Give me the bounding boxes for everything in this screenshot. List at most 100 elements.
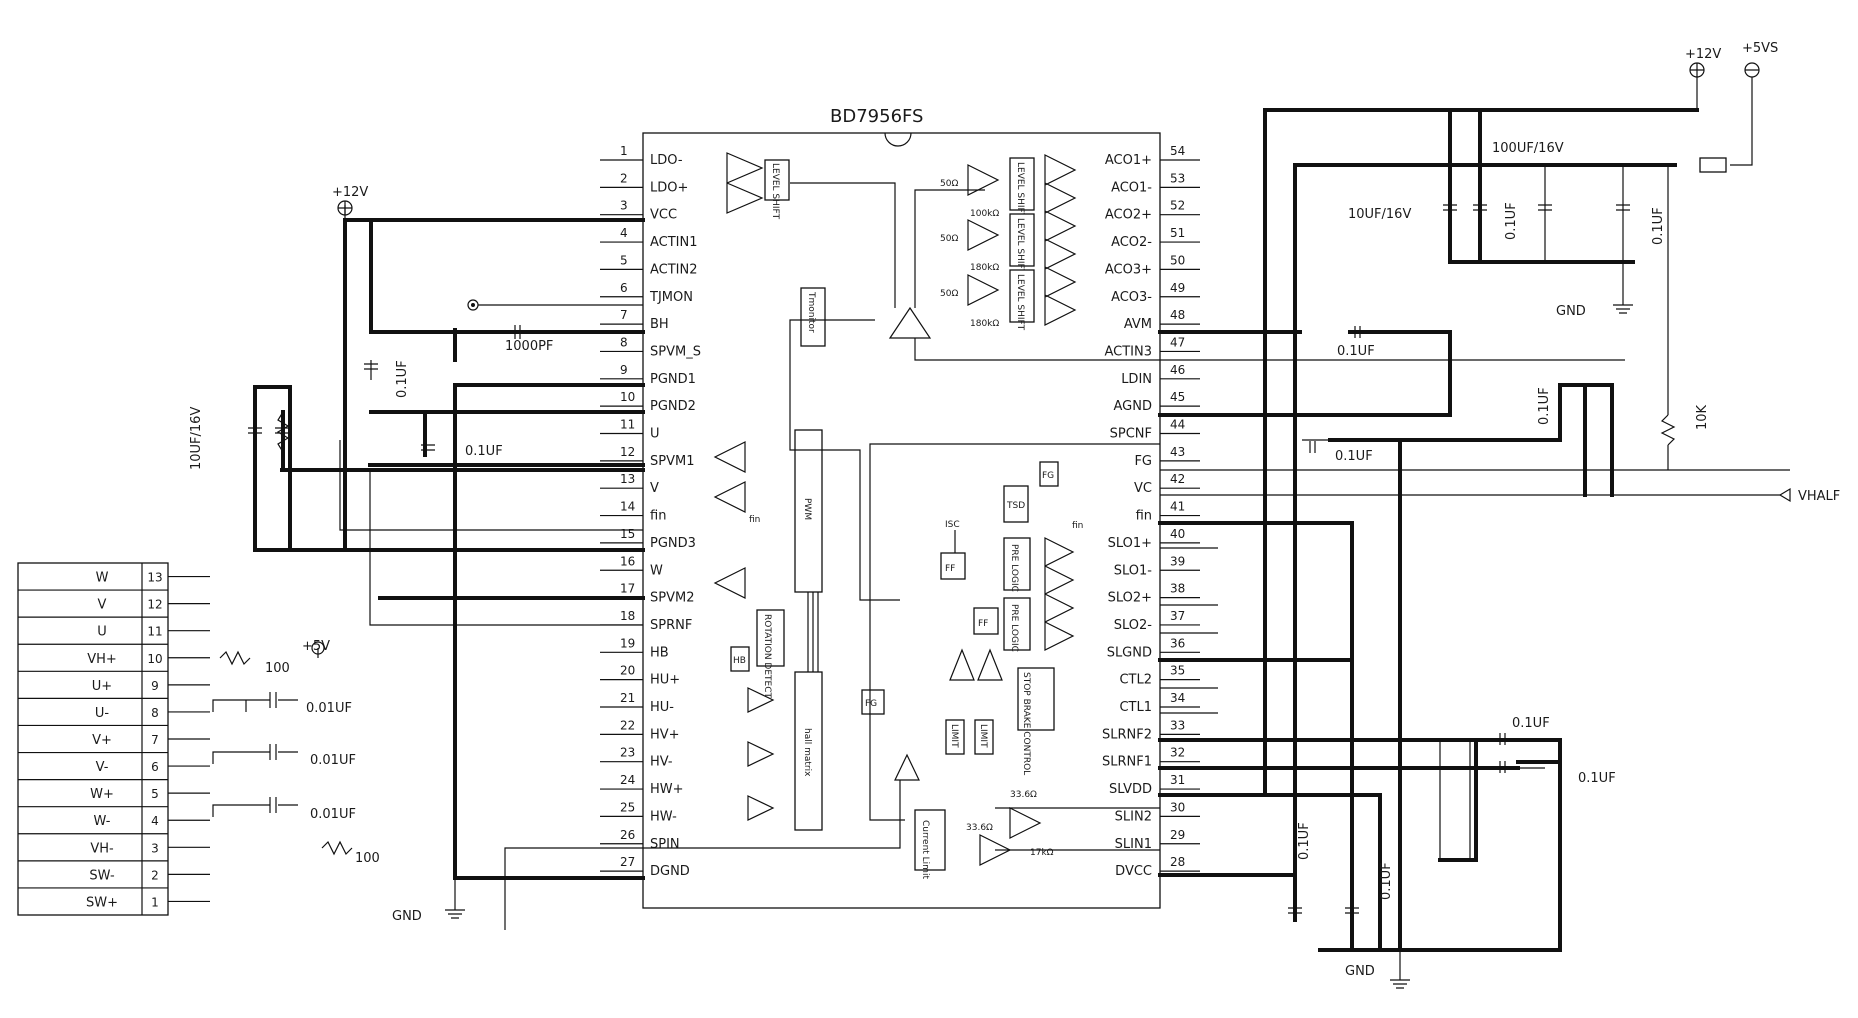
connector-pin-name: VH- xyxy=(90,841,114,856)
ic-left-pin-number: 6 xyxy=(620,281,628,295)
ic-right-pin-name: ACO1- xyxy=(1111,180,1152,195)
ic-right-pin-name: SLGND xyxy=(1107,645,1152,660)
c-10uf-right-label: 10UF/16V xyxy=(1348,207,1411,222)
stop-brake-box xyxy=(1017,667,1055,731)
ic-right-pin-number: 39 xyxy=(1170,554,1185,568)
connector-pin-name: U xyxy=(97,625,107,640)
c-01uf-spcnf-label: 0.1UF xyxy=(1335,449,1373,464)
ic-left-pin-number: 7 xyxy=(620,308,628,322)
p5v-label: +5V xyxy=(302,639,330,654)
ic-bd7956fs: BD7956FS 1LDO-2LDO+3VCC4ACTIN15ACTIN26TJ… xyxy=(600,106,1200,909)
ic-right-pin-name: AVM xyxy=(1124,317,1152,332)
connector-pin-number: 8 xyxy=(151,706,159,720)
ic-left-pin-number: 18 xyxy=(620,609,635,623)
ic-left-pin-name: HB xyxy=(650,645,669,660)
pre-logic-1-box xyxy=(1003,537,1031,591)
c-01uf-avm xyxy=(1354,326,1361,338)
ic-left-pin-name: SPIN xyxy=(650,837,680,852)
c-01uf-a-label: 0.1UF xyxy=(395,360,410,398)
ic-left-pin-name: PGND1 xyxy=(650,372,696,387)
ic-right-pin-number: 32 xyxy=(1170,746,1185,760)
tjmonitor-box xyxy=(800,287,826,347)
level-shift-2-text: LEVEL SHIFT xyxy=(1015,218,1025,275)
connector-pin-name: U- xyxy=(95,706,110,721)
ic-right-pin-name: ACO1+ xyxy=(1105,153,1152,168)
pwm-box xyxy=(794,429,823,593)
limit1-text: LIMIT xyxy=(949,724,959,748)
ic-right-pins: 54ACO1+53ACO1-52ACO2+51ACO2-50ACO3+49ACO… xyxy=(1102,144,1200,879)
ic-left-pin-name: V xyxy=(650,481,659,496)
ic-left-pin-name: PGND2 xyxy=(650,399,696,414)
r33a-text: 33.6Ω xyxy=(1010,790,1037,800)
r100-top xyxy=(219,648,319,666)
tsd-text: TSD xyxy=(1006,501,1025,511)
ic-left-pin-number: 10 xyxy=(620,390,635,404)
ic-left-pin-name: SPVM1 xyxy=(650,454,694,469)
r33b-text: 33.6Ω xyxy=(966,823,993,833)
limit2-text: LIMIT xyxy=(978,724,988,748)
fg-right-text: FG xyxy=(1042,471,1054,481)
ic-right-pin-name: CTL1 xyxy=(1119,700,1152,715)
ic-right-pin-name: ACO2- xyxy=(1111,235,1152,250)
p12v-right-label: +12V xyxy=(1685,47,1721,62)
ic-right-pin-number: 43 xyxy=(1170,445,1185,459)
ic-left-pin-name: TJMON xyxy=(649,290,693,305)
hb-block-box xyxy=(730,646,750,672)
connector-pin-name: W+ xyxy=(90,787,114,802)
connector-pin-name: V+ xyxy=(92,733,112,748)
r50a-text: 50Ω xyxy=(940,179,958,189)
r10k xyxy=(1660,414,1676,470)
ldo-amp-symbol xyxy=(726,152,764,214)
fin-right-text: fin xyxy=(1072,521,1083,531)
ic-right-pin-name: SLIN2 xyxy=(1115,809,1152,824)
ic-right-pin-number: 54 xyxy=(1170,144,1185,158)
ic-right-pin-name: DVCC xyxy=(1115,864,1152,879)
tjmonitor-text: Tmonitor xyxy=(806,291,816,333)
thin-nets-right xyxy=(1160,165,1790,860)
current-limit-box xyxy=(914,809,946,871)
level-shift-3-text: LEVEL SHIFT xyxy=(1015,274,1025,331)
pre-logic-1-text: PRE LOGIC xyxy=(1009,544,1019,592)
c-100uf-label: 100UF/16V xyxy=(1492,141,1564,156)
ic-left-pin-number: 20 xyxy=(620,664,635,678)
r100k-text: 100kΩ xyxy=(970,209,999,219)
avm-amp xyxy=(888,306,932,339)
ic-right-pin-number: 44 xyxy=(1170,418,1185,432)
ic-right-pin-name: SLO2+ xyxy=(1108,591,1152,606)
c-1000pf xyxy=(455,325,643,339)
ic-left-pin-name: SPRNF xyxy=(650,618,692,633)
ic-left-pin-number: 26 xyxy=(620,828,635,842)
connector-body xyxy=(17,562,169,916)
ic-left-pin-number: 14 xyxy=(620,500,635,514)
level-shift-2-box xyxy=(1009,213,1035,267)
ic-left-pin-number: 13 xyxy=(620,472,635,486)
r50c-text: 50Ω xyxy=(940,289,958,299)
ic-right-pin-name: SPCNF xyxy=(1110,427,1152,442)
fg-block-box xyxy=(861,689,885,715)
connector-pin-number: 9 xyxy=(151,679,159,693)
current-limit-amp xyxy=(894,753,920,781)
ic-title: BD7956FS xyxy=(830,106,923,127)
fin-left-text: fin xyxy=(749,515,760,525)
ic-left-pin-number: 11 xyxy=(620,418,635,432)
c-01uf-d-label: 0.1UF xyxy=(1651,207,1666,245)
connector-pin-number: 1 xyxy=(151,895,159,909)
ic-right-pin-number: 50 xyxy=(1170,253,1185,267)
ic-left-pin-name: fin xyxy=(650,509,666,524)
ic-left-pin-name: LDO- xyxy=(650,153,683,168)
connector-pin-name: W xyxy=(96,571,109,586)
rotation-detect-box xyxy=(756,609,785,667)
pre-logic-2-text: PRE LOGIC xyxy=(1009,604,1019,652)
ic-left-pin-name: DGND xyxy=(650,864,690,879)
c-001uf-2-label: 0.01UF xyxy=(310,753,356,768)
p5vs-label: +5VS xyxy=(1742,41,1778,56)
gnd-top-right-label: GND xyxy=(1556,304,1586,319)
c-01uf-b xyxy=(421,444,435,451)
ic-right-pin-number: 34 xyxy=(1170,691,1185,705)
level-shift-1-box xyxy=(1009,157,1035,211)
c-10uf-left-label: 10UF/16V xyxy=(189,407,204,470)
p5v-terminal xyxy=(311,641,325,655)
ic-right-pin-name: SLVDD xyxy=(1109,782,1152,797)
